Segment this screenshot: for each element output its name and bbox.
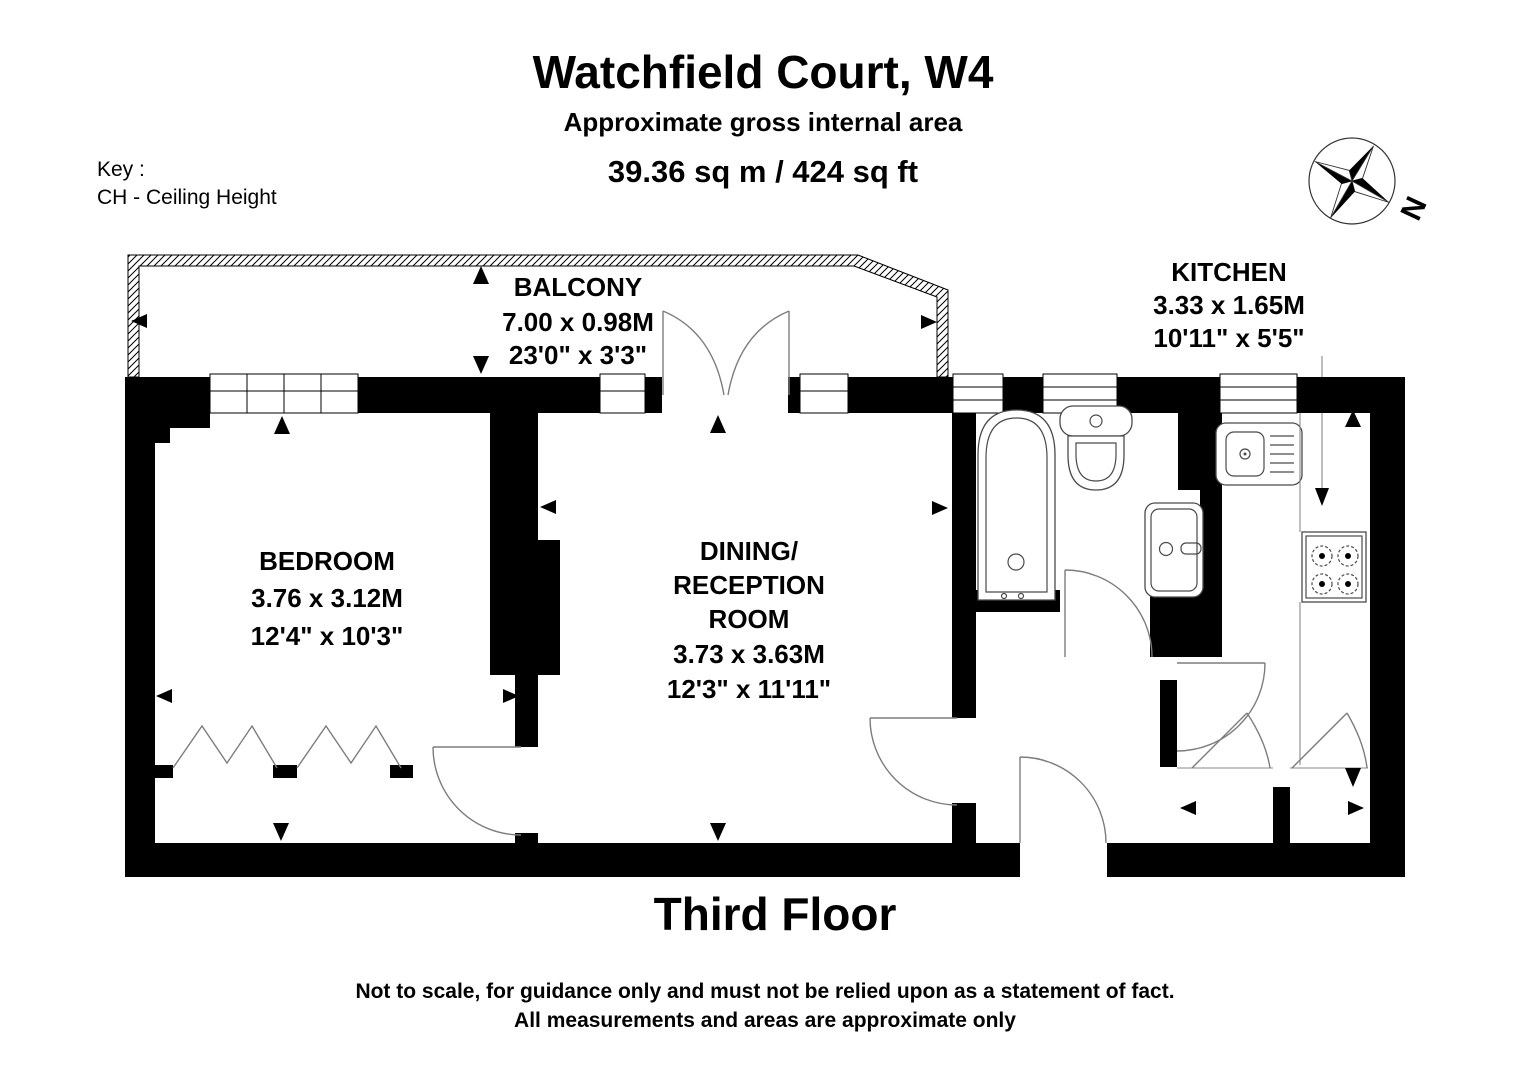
arrow-up-reception [710,415,726,433]
dining-label-line1: DINING/ [700,536,798,566]
compass-circle [1308,137,1396,225]
compass-rose: N [1308,137,1432,225]
kitchen-window [1219,373,1298,414]
balcony-label: BALCONY [514,272,643,302]
arrow-right-reception [932,501,948,515]
bedroom-dim-imperial: 12'4" x 10'3" [251,621,404,651]
divider-wall-lower [515,675,538,747]
bathroom-left-wall [952,413,976,718]
key-label: Key : [97,158,145,181]
arrow-right-balcony [921,315,937,329]
compass-star-icon [1314,145,1390,219]
hall-cupboard-wall [1160,680,1177,767]
divider-wall [490,413,538,675]
divider-wall-block [538,540,560,675]
top-wall-segment [1117,377,1220,413]
floor-label: Third Floor [654,888,897,940]
door-jamb-block [1150,595,1200,657]
footer: Not to scale, for guidance only and must… [355,980,1174,1032]
bottom-wall-right [1107,843,1405,877]
top-wall-segment [358,377,600,413]
doors [432,310,1368,844]
bathroom-kitchen-wall-thick [1178,413,1200,490]
reception-door [869,717,958,806]
dimension-arrows [131,266,1364,841]
arrow-right-cupboard [1348,801,1364,815]
balcony-french-doors [662,310,790,396]
arrow-down-cupboard [1345,768,1361,787]
dining-dim-metric: 3.73 x 3.63M [673,639,825,669]
arrow-left-bedroom [156,689,172,703]
left-wall [125,377,155,877]
bathtub [977,409,1056,601]
arrow-up-kitchen [1345,410,1361,427]
kitchen-label: KITCHEN [1171,257,1287,287]
arrow-down-bedroom [273,823,289,841]
dining-label-line3: ROOM [709,604,790,634]
top-wall-segment [788,377,800,413]
page-subtitle: Approximate gross internal area [564,107,963,137]
dining-label-line2: RECEPTION [673,570,825,600]
bedroom-door [432,746,522,836]
bedroom-label: BEDROOM [259,546,395,576]
reception-window-right [799,373,849,414]
bathroom-window-left [952,373,1004,414]
wardrobe-jamb [390,765,413,778]
disclaimer-line2: All measurements and areas are approxima… [514,1009,1016,1032]
arrow-down-balcony [473,356,489,374]
entrance-door [1019,756,1107,844]
gross-area-value: 39.36 sq m / 424 sq ft [608,154,918,189]
wall-pier [125,413,210,428]
cupboard-divider-wall [1273,787,1290,843]
wall-pier [125,428,170,443]
key-ceiling-height: CH - Ceiling Height [97,186,277,209]
kitchen-dim-metric: 3.33 x 1.65M [1153,290,1305,320]
bathroom-door [1064,569,1153,658]
kitchen-dim-imperial: 10'11" x 5'5" [1153,323,1304,353]
walls [125,377,1405,877]
top-wall-segment [848,377,953,413]
arrow-left-cupboard [1180,801,1196,815]
header: Watchfield Court, W4 Approximate gross i… [533,46,994,189]
arrow-left-balcony [131,314,147,328]
kitchen-sink [1215,422,1303,486]
key-legend: Key : CH - Ceiling Height [97,158,277,209]
divider-wall-stub [515,833,538,845]
north-label: N [1393,191,1432,225]
page-title: Watchfield Court, W4 [533,46,994,98]
arrow-down-reception [710,823,726,841]
wardrobe-jamb [273,765,297,778]
arrow-up-bedroom [274,416,290,434]
arrow-kitchen-leader [1315,488,1329,506]
arrow-left-reception [540,500,556,514]
toilet [1059,405,1133,491]
bottom-wall-left [125,843,1020,877]
kitchen-hob [1301,531,1367,603]
dining-dim-imperial: 12'3" x 11'11" [667,674,831,704]
wardrobe-jamb [150,765,173,778]
top-wall-segment [645,377,662,413]
arrow-up-balcony [473,266,489,284]
bedroom-window [209,373,359,414]
wardrobe-bifold-doors [172,724,402,769]
balcony-dim-imperial: 23'0" x 3'3" [509,340,647,370]
top-wall-segment [1003,377,1043,413]
disclaimer-line1: Not to scale, for guidance only and must… [355,980,1174,1003]
bedroom-dim-metric: 3.76 x 3.12M [251,583,403,613]
balcony-dim-metric: 7.00 x 0.98M [502,307,654,337]
right-wall [1370,377,1405,877]
room-labels: BALCONY 7.00 x 0.98M 23'0" x 3'3" KITCHE… [251,257,1305,704]
kitchen-door [1176,662,1266,752]
bathroom-sink [1144,502,1204,598]
cupboard-doors [1177,712,1368,769]
hall-wall-stub [952,803,976,845]
arrow-right-bedroom [503,689,519,703]
reception-window-left [599,373,646,414]
